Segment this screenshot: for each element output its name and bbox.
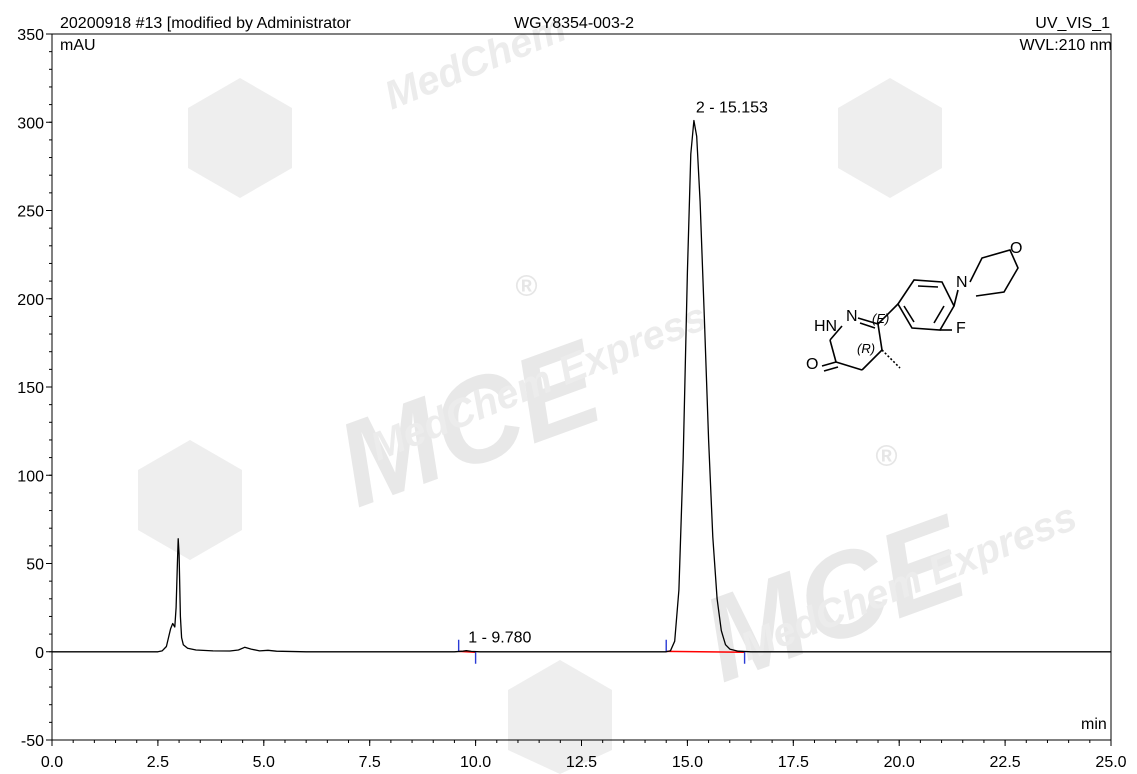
y-tick-label: 200 <box>17 292 44 309</box>
structure-n-morph-label: N <box>956 274 968 291</box>
structure-f-label: F <box>956 320 966 337</box>
header-sample-info: 20200918 #13 [modified by Administrator <box>60 15 351 32</box>
y-tick-label: -50 <box>21 733 44 750</box>
watermark-logo <box>138 78 942 774</box>
x-tick-label: 2.5 <box>147 754 169 771</box>
x-tick-label: 10.0 <box>460 754 491 771</box>
y-tick-label: 150 <box>17 380 44 397</box>
tick-labels: 0.0 2.5 5.0 7.5 10.0 12.5 15.0 17.5 20.0 22.5 25.0… <box>17 27 1126 771</box>
y-tick-label: 300 <box>17 115 44 132</box>
integration-baseline <box>666 650 745 654</box>
x-tick-label: 0.0 <box>41 754 63 771</box>
x-tick-label: 22.5 <box>990 754 1021 771</box>
structure-hn-label: HN <box>814 318 838 335</box>
x-tick-label: 7.5 <box>359 754 381 771</box>
series-group <box>52 119 1111 653</box>
tick-marks <box>46 33 1112 746</box>
y-tick-label: 50 <box>26 557 44 574</box>
x-tick-label: 20.0 <box>884 754 915 771</box>
x-tick-label: 25.0 <box>1095 754 1126 771</box>
peak-labels: 1 - 9.780 2 - 15.153 <box>468 99 768 646</box>
y-tick-label: 350 <box>17 27 44 44</box>
y-axis-unit-label: mAU <box>60 37 96 54</box>
structure-o-carbonyl-label: O <box>806 356 819 373</box>
chemical-structure <box>821 249 1019 372</box>
y-tick-label: 0 <box>35 645 44 662</box>
x-tick-label: 12.5 <box>566 754 597 771</box>
structure-n-label: N <box>846 308 858 325</box>
x-axis-unit-label: min <box>1081 716 1107 733</box>
peak-label: 2 - 15.153 <box>696 99 768 116</box>
wavelength-label: WVL:210 nm <box>1019 37 1112 54</box>
integration-markers <box>457 639 746 664</box>
y-tick-label: 100 <box>17 468 44 485</box>
structure-r-label: (R) <box>857 341 876 356</box>
structure-o-morph-label: O <box>1010 240 1023 257</box>
channel-label: UV_VIS_1 <box>1035 15 1110 32</box>
x-tick-label: 5.0 <box>253 754 275 771</box>
structure-e-label: (E) <box>872 311 890 326</box>
chart-title: WGY8354-003-2 <box>514 15 635 32</box>
y-tick-label: 250 <box>17 204 44 221</box>
chromatogram-trace <box>52 119 1111 653</box>
x-tick-label: 15.0 <box>672 754 703 771</box>
x-tick-label: 17.5 <box>778 754 809 771</box>
peak-label: 1 - 9.780 <box>468 630 531 647</box>
